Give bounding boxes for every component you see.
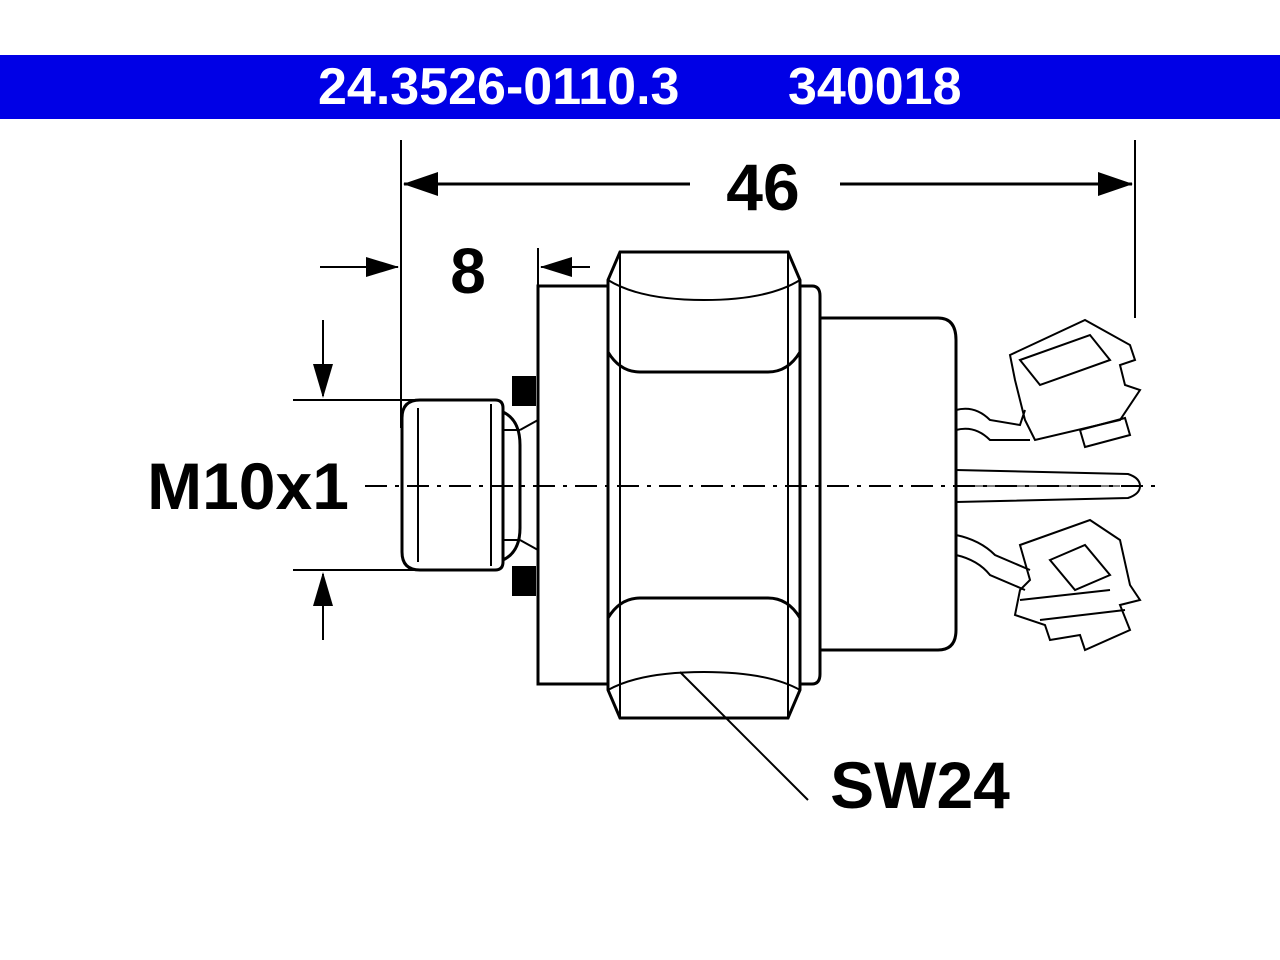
terminal-lower [955,518,1142,652]
arrowhead-top [313,364,333,398]
leader-wrench-size: SW24 [679,671,1010,822]
dimension-thread-diameter: M10x1 [147,320,420,640]
switch-housing [820,316,958,652]
arrowhead-bottom [313,572,333,606]
part-number: 24.3526-0110.3 [318,58,680,116]
contact-pin [955,469,1142,503]
terminal-upper [955,318,1142,449]
reference-number: 340018 [788,58,962,116]
arrowhead-right [1098,172,1133,196]
flange [800,284,822,686]
overall-length-label: 46 [726,150,799,224]
thread-length-label: 8 [450,235,486,307]
switch-body [400,250,1142,720]
hex-nut [606,250,802,720]
threaded-spigot [400,398,539,572]
dimension-overall-length: 46 [400,140,1136,428]
wrench-size-label: SW24 [830,748,1010,822]
arrowhead-left [403,172,438,196]
dimension-thread-length: 8 [320,235,590,307]
header-banner: 24.3526-0110.3 340018 [0,55,1280,119]
seal-washer-top [512,376,536,406]
arrowhead-thread-right [540,257,572,277]
thread-spec-label: M10x1 [147,449,349,523]
seal-washer-bottom [512,566,536,596]
arrowhead-thread-left [366,257,399,277]
